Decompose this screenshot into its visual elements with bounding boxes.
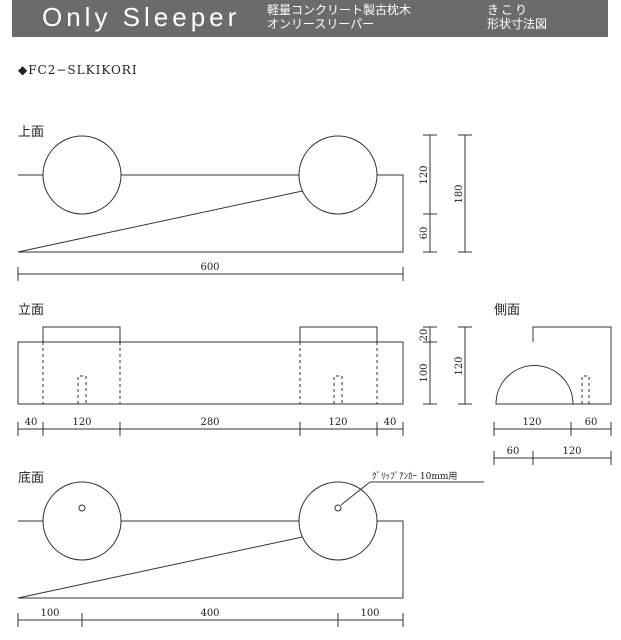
anchor-callout: ｸﾞﾘｯﾌﾟｱﾝｶｰ 10mm用 [372, 471, 457, 482]
top-dim-upper: 120 [419, 165, 430, 184]
product-name-jp: 軽量コンクリート製古枕木 [267, 3, 412, 17]
front-dim-lower: 100 [419, 363, 430, 382]
front-dim-4: 120 [328, 417, 347, 428]
top-view-label: 上面 [18, 125, 44, 140]
side-view-drawing [493, 326, 612, 465]
product-code: ◆FC2−SLKIKORI [18, 63, 138, 77]
side-dim-bot-b: 120 [562, 446, 581, 457]
product-name-kana: オンリースリーパー [267, 17, 375, 31]
side-dim-top-a: 120 [522, 417, 541, 428]
front-dim-upper: 20 [419, 329, 430, 342]
bottom-view-drawing [17, 481, 484, 627]
front-dim-3: 280 [200, 417, 219, 428]
front-dim-5: 40 [384, 417, 397, 428]
bottom-dim-1: 100 [40, 608, 59, 619]
top-dim-lower: 60 [419, 227, 430, 240]
top-view-drawing [17, 134, 472, 281]
top-dim-total: 600 [200, 262, 219, 273]
side-view-label: 側面 [494, 303, 520, 318]
bottom-dim-3: 100 [360, 608, 379, 619]
front-view-label: 立面 [18, 303, 44, 318]
front-dim-1: 40 [25, 417, 38, 428]
document-type: 形状寸法図 [487, 17, 548, 31]
side-dim-top-b: 60 [585, 417, 598, 428]
bottom-view-label: 底面 [18, 470, 44, 486]
brand-title: Only Sleeper [42, 2, 241, 32]
front-dim-height: 120 [454, 356, 465, 375]
product-type: きこり [487, 3, 530, 17]
bottom-dim-2: 400 [200, 608, 219, 619]
top-dim-height: 180 [454, 184, 465, 203]
front-view-drawing [17, 326, 472, 436]
side-dim-bot-a: 60 [507, 446, 520, 457]
front-dim-2: 120 [72, 417, 91, 428]
title-bar: Only Sleeper 軽量コンクリート製古枕木 オンリースリーパー きこり … [12, 0, 608, 37]
